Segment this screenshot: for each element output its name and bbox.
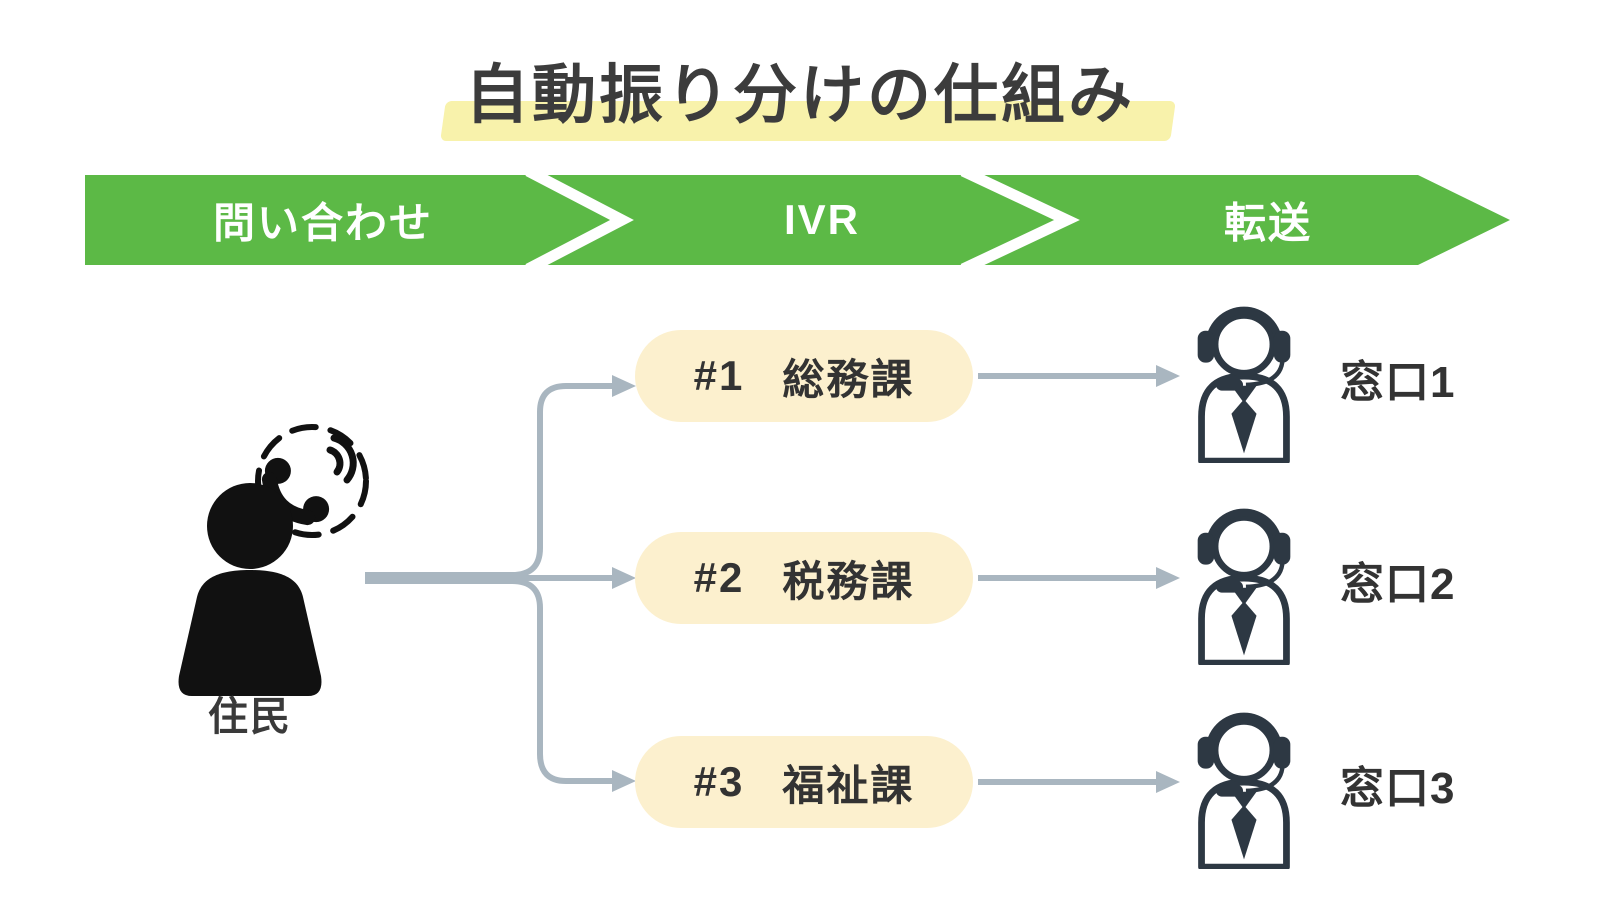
process-banner xyxy=(85,175,1510,265)
counter-2-label: 窓口2 xyxy=(1340,560,1456,609)
arrowhead-icon xyxy=(1156,365,1180,387)
chevron-separator-icon xyxy=(960,175,1080,265)
resident-caller-figure xyxy=(178,424,369,696)
ivr-option-2: #2 税務課 xyxy=(635,532,973,624)
arrowhead-icon xyxy=(612,375,636,397)
arrowhead-icon xyxy=(612,567,636,589)
stage-ivr-label: IVR xyxy=(783,196,861,243)
operator-headset-icon xyxy=(1186,703,1302,869)
operator-headset-icon xyxy=(1186,499,1302,665)
option-department: 福祉課 xyxy=(782,761,915,809)
page-title: 自動振り分けの仕組み xyxy=(465,59,1135,131)
ivr-option-3: #3 福祉課 xyxy=(635,736,973,828)
banner-arrow-shape xyxy=(85,175,1510,265)
chevron-separator-icon xyxy=(525,175,634,265)
counter-3-label: 窓口3 xyxy=(1340,764,1456,813)
stage-inquiry-label: 問い合わせ xyxy=(212,199,434,247)
branch-down-line xyxy=(365,578,614,784)
stage-transfer-label: 転送 xyxy=(1223,199,1313,247)
ivr-option-1: #1 総務課 xyxy=(635,330,973,422)
resident-label: 住民 xyxy=(208,695,292,739)
person-icon xyxy=(178,483,322,696)
option-number: #3 xyxy=(693,758,745,805)
option-number: #1 xyxy=(693,352,745,399)
branch-up-line xyxy=(365,383,614,578)
operator-headset-icon xyxy=(1186,297,1302,463)
arrowhead-icon xyxy=(612,770,636,792)
counter-1-label: 窓口1 xyxy=(1340,358,1456,407)
arrowhead-icon xyxy=(1156,567,1180,589)
option-department: 税務課 xyxy=(782,557,915,605)
arrowhead-icon xyxy=(1156,771,1180,793)
option-number: #2 xyxy=(693,554,745,601)
option-department: 総務課 xyxy=(782,355,915,403)
